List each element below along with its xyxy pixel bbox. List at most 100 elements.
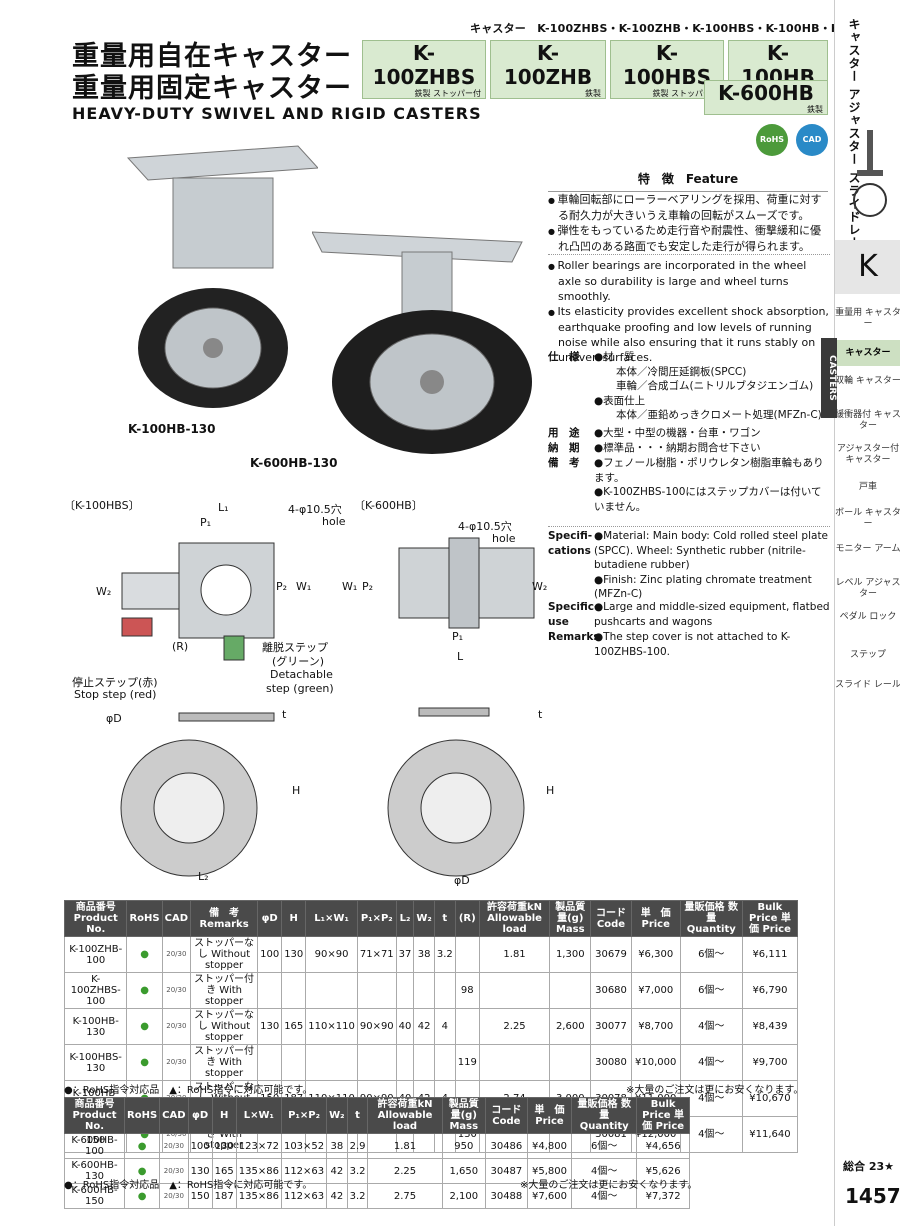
- table-header: 商品番号 Product No.: [63, 1097, 126, 1134]
- sidebar-item[interactable]: 双輪 キャスター: [835, 376, 900, 386]
- table-cell: ●: [126, 1008, 163, 1045]
- table-cell: 1.81: [367, 1133, 443, 1159]
- table-cell: 38: [413, 936, 435, 973]
- sidebar-item[interactable]: 緩衝器付 キャスター: [835, 410, 900, 431]
- feature-list-en: Roller bearings are incorporated in the …: [548, 254, 830, 365]
- feature-item: Its elasticity provides excellent shock …: [548, 304, 830, 365]
- table-cell: [413, 1044, 435, 1081]
- caster-photo-swivel: [118, 138, 320, 408]
- table-cell: ストッパーなし Without stopper: [190, 936, 259, 973]
- table-cell: [305, 1044, 358, 1081]
- table-header: 許容荷重kN Allowable load: [367, 1097, 443, 1134]
- page-title-line1: 重量用自在キャスター: [72, 41, 352, 72]
- table-cell: ¥9,700: [741, 1044, 799, 1081]
- table-cell: ストッパー付き With stopper: [190, 1044, 259, 1081]
- table-cell: 165: [281, 1008, 307, 1045]
- table-cell: 123×72: [235, 1133, 282, 1159]
- caster-icon: [853, 130, 887, 217]
- table-cell: 20/30: [159, 1133, 189, 1159]
- table-cell: 103×52: [280, 1133, 328, 1159]
- cad-badge: CAD: [796, 124, 828, 156]
- dim-label: L₁: [218, 501, 229, 514]
- table-cell: 135×86: [235, 1183, 282, 1209]
- caster-photo-rigid: [311, 222, 532, 462]
- table-cell: [305, 972, 358, 1009]
- dim-label: W₂: [532, 580, 548, 593]
- table-cell: ストッパー付き With stopper: [190, 972, 259, 1009]
- table-cell: ¥6,111: [741, 936, 799, 973]
- table-cell: 71×71: [356, 936, 397, 973]
- dim-label: t: [538, 708, 543, 721]
- table-cell: K-100ZHBS-100: [63, 972, 128, 1009]
- table-cell: ●: [124, 1133, 161, 1159]
- table-cell: [454, 1008, 480, 1045]
- table-cell: ¥7,600: [526, 1183, 573, 1209]
- sidebar-item[interactable]: レベル アジャスター: [835, 578, 900, 599]
- table-cell: 130: [187, 1158, 213, 1184]
- table-header: L₁×W₁: [305, 900, 358, 937]
- page-number: 1457: [845, 1184, 900, 1208]
- detach-step-label-en: Detachable: [270, 668, 333, 681]
- table-cell: 90×90: [356, 1008, 397, 1045]
- table-cell: 1,650: [441, 1158, 487, 1184]
- table-cell: 112×63: [280, 1158, 328, 1184]
- table-cell: 6個〜: [679, 972, 743, 1009]
- table-cell: ●: [126, 936, 163, 973]
- sidebar-item[interactable]: 重量用 キャスター: [835, 308, 900, 329]
- dim-label: H: [292, 784, 301, 797]
- hole-label-left: 4-φ10.5穴: [288, 503, 342, 516]
- sidebar-item[interactable]: モニター アーム: [835, 544, 900, 554]
- dim-label: t: [282, 708, 287, 721]
- table-cell: 30486: [485, 1133, 528, 1159]
- sidebar-item[interactable]: キャスター: [835, 340, 900, 366]
- table-cell: 4個〜: [679, 1044, 743, 1081]
- table-cell: ¥6,300: [630, 936, 681, 973]
- sidebar-item[interactable]: ステップ: [849, 650, 886, 660]
- table-cell: 112×63: [280, 1183, 328, 1209]
- table1-note-left: ●：RoHS指令対応品 ▲：RoHS指令に対応可能です。: [64, 1085, 313, 1096]
- sidebar-item[interactable]: スライド レール: [835, 680, 900, 690]
- sidebar-item[interactable]: アジャスター付 キャスター: [836, 444, 900, 465]
- table-cell: 42: [413, 1008, 435, 1045]
- table-cell: ¥5,626: [636, 1158, 690, 1184]
- table-header: t: [433, 900, 456, 937]
- sidebar-tab-casters: CASTERS: [821, 338, 837, 418]
- dim-label: φD: [454, 874, 470, 887]
- table-cell: ●: [126, 972, 163, 1009]
- table-cell: ¥7,372: [636, 1183, 690, 1209]
- table-header: 製品質量(g) Mass: [549, 900, 592, 937]
- table-cell: [395, 1044, 415, 1081]
- table-cell: 2.9: [346, 1133, 369, 1159]
- table-cell: K-100ZHB-100: [63, 936, 128, 973]
- dimension-diagram: [64, 508, 544, 898]
- table-cell: ¥7,000: [630, 972, 681, 1009]
- table-cell: ストッパーなし Without stopper: [190, 1008, 259, 1045]
- table-cell: 3.2: [346, 1183, 369, 1209]
- table-header: Bulk Price 単価 Price: [741, 900, 799, 937]
- table-cell: 950: [441, 1133, 487, 1159]
- page-subtitle: HEAVY-DUTY SWIVEL AND RIGID CASTERS: [72, 104, 482, 123]
- dim-label: W₂: [96, 585, 112, 598]
- table-cell: ¥10,000: [630, 1044, 681, 1081]
- table-header: RoHS: [124, 1097, 161, 1134]
- table-cell: [478, 1044, 551, 1081]
- table2-note-left: ●：RoHS指令対応品 ▲：RoHS指令に対応可能です。: [64, 1180, 313, 1191]
- table-cell: ¥4,800: [526, 1133, 573, 1159]
- table-cell: 2.25: [367, 1158, 443, 1184]
- spec-row-use-en: Specific-use●Large and middle-sized equi…: [548, 601, 830, 628]
- sidebar-item[interactable]: ボール キャスター: [835, 508, 900, 529]
- table-header: 商品番号 Product No.: [63, 900, 128, 937]
- sidebar-item[interactable]: ペダル ロック: [839, 612, 897, 622]
- sidebar-item[interactable]: 戸車: [858, 482, 877, 492]
- table-cell: 30679: [590, 936, 632, 973]
- table-header: H: [211, 1097, 237, 1134]
- header-models: キャスター K-100ZHBS・K-100ZHB・K-100HBS・K-100H…: [470, 22, 886, 35]
- sidebar-k: K: [835, 240, 900, 294]
- table-cell: 42: [326, 1158, 348, 1184]
- table-cell: 20/30: [161, 1008, 192, 1045]
